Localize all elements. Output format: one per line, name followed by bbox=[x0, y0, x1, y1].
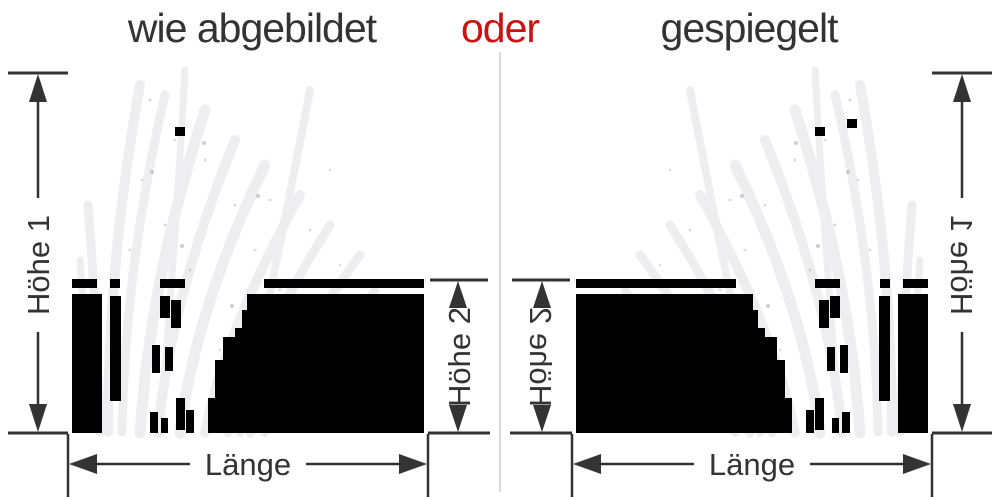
arrowhead-up bbox=[449, 281, 467, 308]
arrowhead-left bbox=[573, 454, 601, 474]
option-label-as-shown: wie abgebildet bbox=[127, 5, 378, 51]
laenge-label-left: Länge bbox=[205, 447, 291, 482]
arrowhead-down bbox=[533, 405, 551, 432]
arrowhead-down bbox=[953, 404, 971, 432]
laenge-dimension-left bbox=[66, 434, 430, 497]
laenge-label-right: Länge bbox=[709, 447, 795, 482]
arrowhead-down bbox=[29, 404, 47, 432]
arrowhead-up bbox=[533, 281, 551, 308]
arrowhead-right bbox=[903, 454, 931, 474]
hoehe2-label-right-mirrored: Höhe 2 bbox=[523, 307, 558, 407]
black-fleck-extra bbox=[847, 119, 857, 128]
option-label-mirrored: gespiegelt bbox=[661, 5, 840, 51]
hoehe2-label-left: Höhe 2 bbox=[442, 307, 477, 407]
arrowhead-up bbox=[953, 74, 971, 102]
arrowhead-up bbox=[29, 74, 47, 102]
hoehe1-label-right-mirrored: Höhe 1 bbox=[944, 215, 979, 315]
arrowhead-left bbox=[69, 454, 97, 474]
hoehe1-dimension-right: Höhe 1 bbox=[932, 71, 992, 435]
left-variant: Höhe 1 Höhe 2 Länge bbox=[8, 70, 490, 497]
hoehe2-dimension-right: Höhe 2 bbox=[510, 278, 572, 435]
right-variant-mirrored: Höhe 1 Höhe 2 bbox=[510, 70, 992, 497]
option-connector-or: oder bbox=[461, 5, 539, 51]
arrowhead-down bbox=[449, 405, 467, 432]
laenge-dimension-right bbox=[570, 434, 934, 497]
arrowhead-right bbox=[399, 454, 427, 474]
hoehe2-dimension-left: Höhe 2 bbox=[428, 278, 490, 435]
hoehe1-dimension-left: Höhe 1 bbox=[8, 71, 68, 435]
hoehe1-label-left: Höhe 1 bbox=[21, 215, 56, 315]
